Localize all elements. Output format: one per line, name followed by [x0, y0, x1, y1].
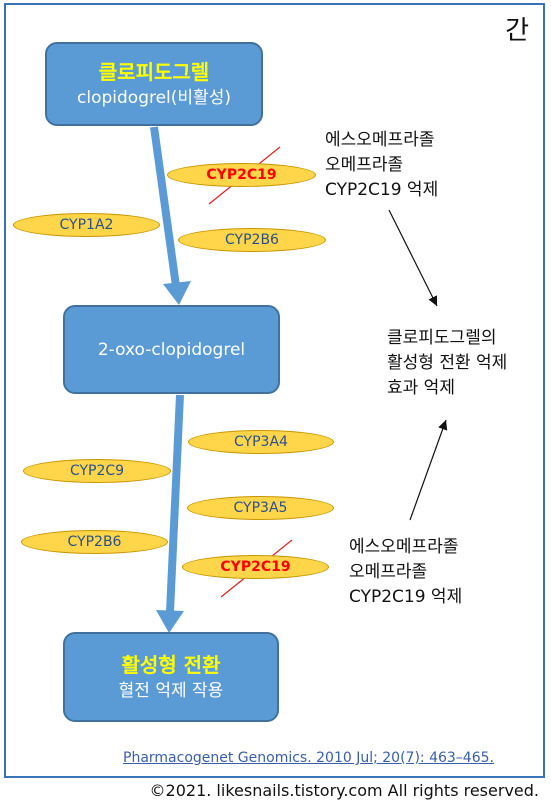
oxo-clopidogrel-title: 2-oxo-clopidogrel: [97, 339, 246, 360]
top-inhibitor-line-2: 오메프라졸: [325, 155, 404, 175]
effect-line-2: 활성형 전환 억제: [387, 353, 508, 373]
oxo-clopidogrel-box: 2-oxo-clopidogrel: [63, 305, 280, 394]
enzyme-step2-cyp2c19: CYP2C19: [182, 555, 329, 579]
enzyme-step1-cyp2b6: CYP2B6: [178, 228, 326, 252]
active-form-box: 활성형 전환 혈전 억제 작용: [63, 632, 279, 722]
top-inhibitor-line-1: 에스오메프라졸: [325, 130, 435, 150]
bottom-inhibitor-line-2: 오메프라졸: [349, 562, 428, 582]
effect-line-3: 효과 억제: [387, 378, 455, 398]
bottom-inhibitor-note: 에스오메프라졸 오메프라졸 CYP2C19 억제: [349, 535, 462, 610]
active-form-title: 활성형 전환: [121, 653, 221, 677]
top-inhibitor-note: 에스오메프라졸 오메프라졸 CYP2C19 억제: [325, 128, 438, 203]
enzyme-step2-cyp2c9: CYP2C9: [23, 459, 171, 483]
enzyme-step2-cyp2b6: CYP2B6: [21, 530, 168, 554]
bottom-inhibitor-line-3: CYP2C19 억제: [349, 587, 463, 607]
enzyme-step1-cyp1a2: CYP1A2: [13, 213, 160, 237]
active-form-subtitle: 혈전 억제 작용: [118, 681, 224, 701]
clopidogrel-subtitle: clopidogrel(비활성): [77, 88, 231, 108]
enzyme-step1-cyp2c19: CYP2C19: [167, 163, 316, 187]
diagram-frame: [4, 3, 545, 778]
copyright-notice: ©2021. likesnails.tistory.com All rights…: [149, 781, 539, 800]
enzyme-step2-cyp3a5: CYP3A5: [187, 496, 334, 520]
clopidogrel-title: 클로피도그렐: [98, 60, 210, 84]
citation-link[interactable]: Pharmacogenet Genomics. 2010 Jul; 20(7):…: [123, 750, 494, 766]
effect-note: 클로피도그렐의 활성형 전환 억제 효과 억제: [387, 326, 507, 401]
effect-line-1: 클로피도그렐의: [387, 328, 497, 348]
clopidogrel-box: 클로피도그렐 clopidogrel(비활성): [45, 42, 263, 126]
top-inhibitor-line-3: CYP2C19 억제: [325, 180, 439, 200]
bottom-inhibitor-line-1: 에스오메프라졸: [349, 537, 459, 557]
liver-label: 간: [505, 16, 529, 46]
enzyme-step2-cyp3a4: CYP3A4: [188, 430, 334, 454]
